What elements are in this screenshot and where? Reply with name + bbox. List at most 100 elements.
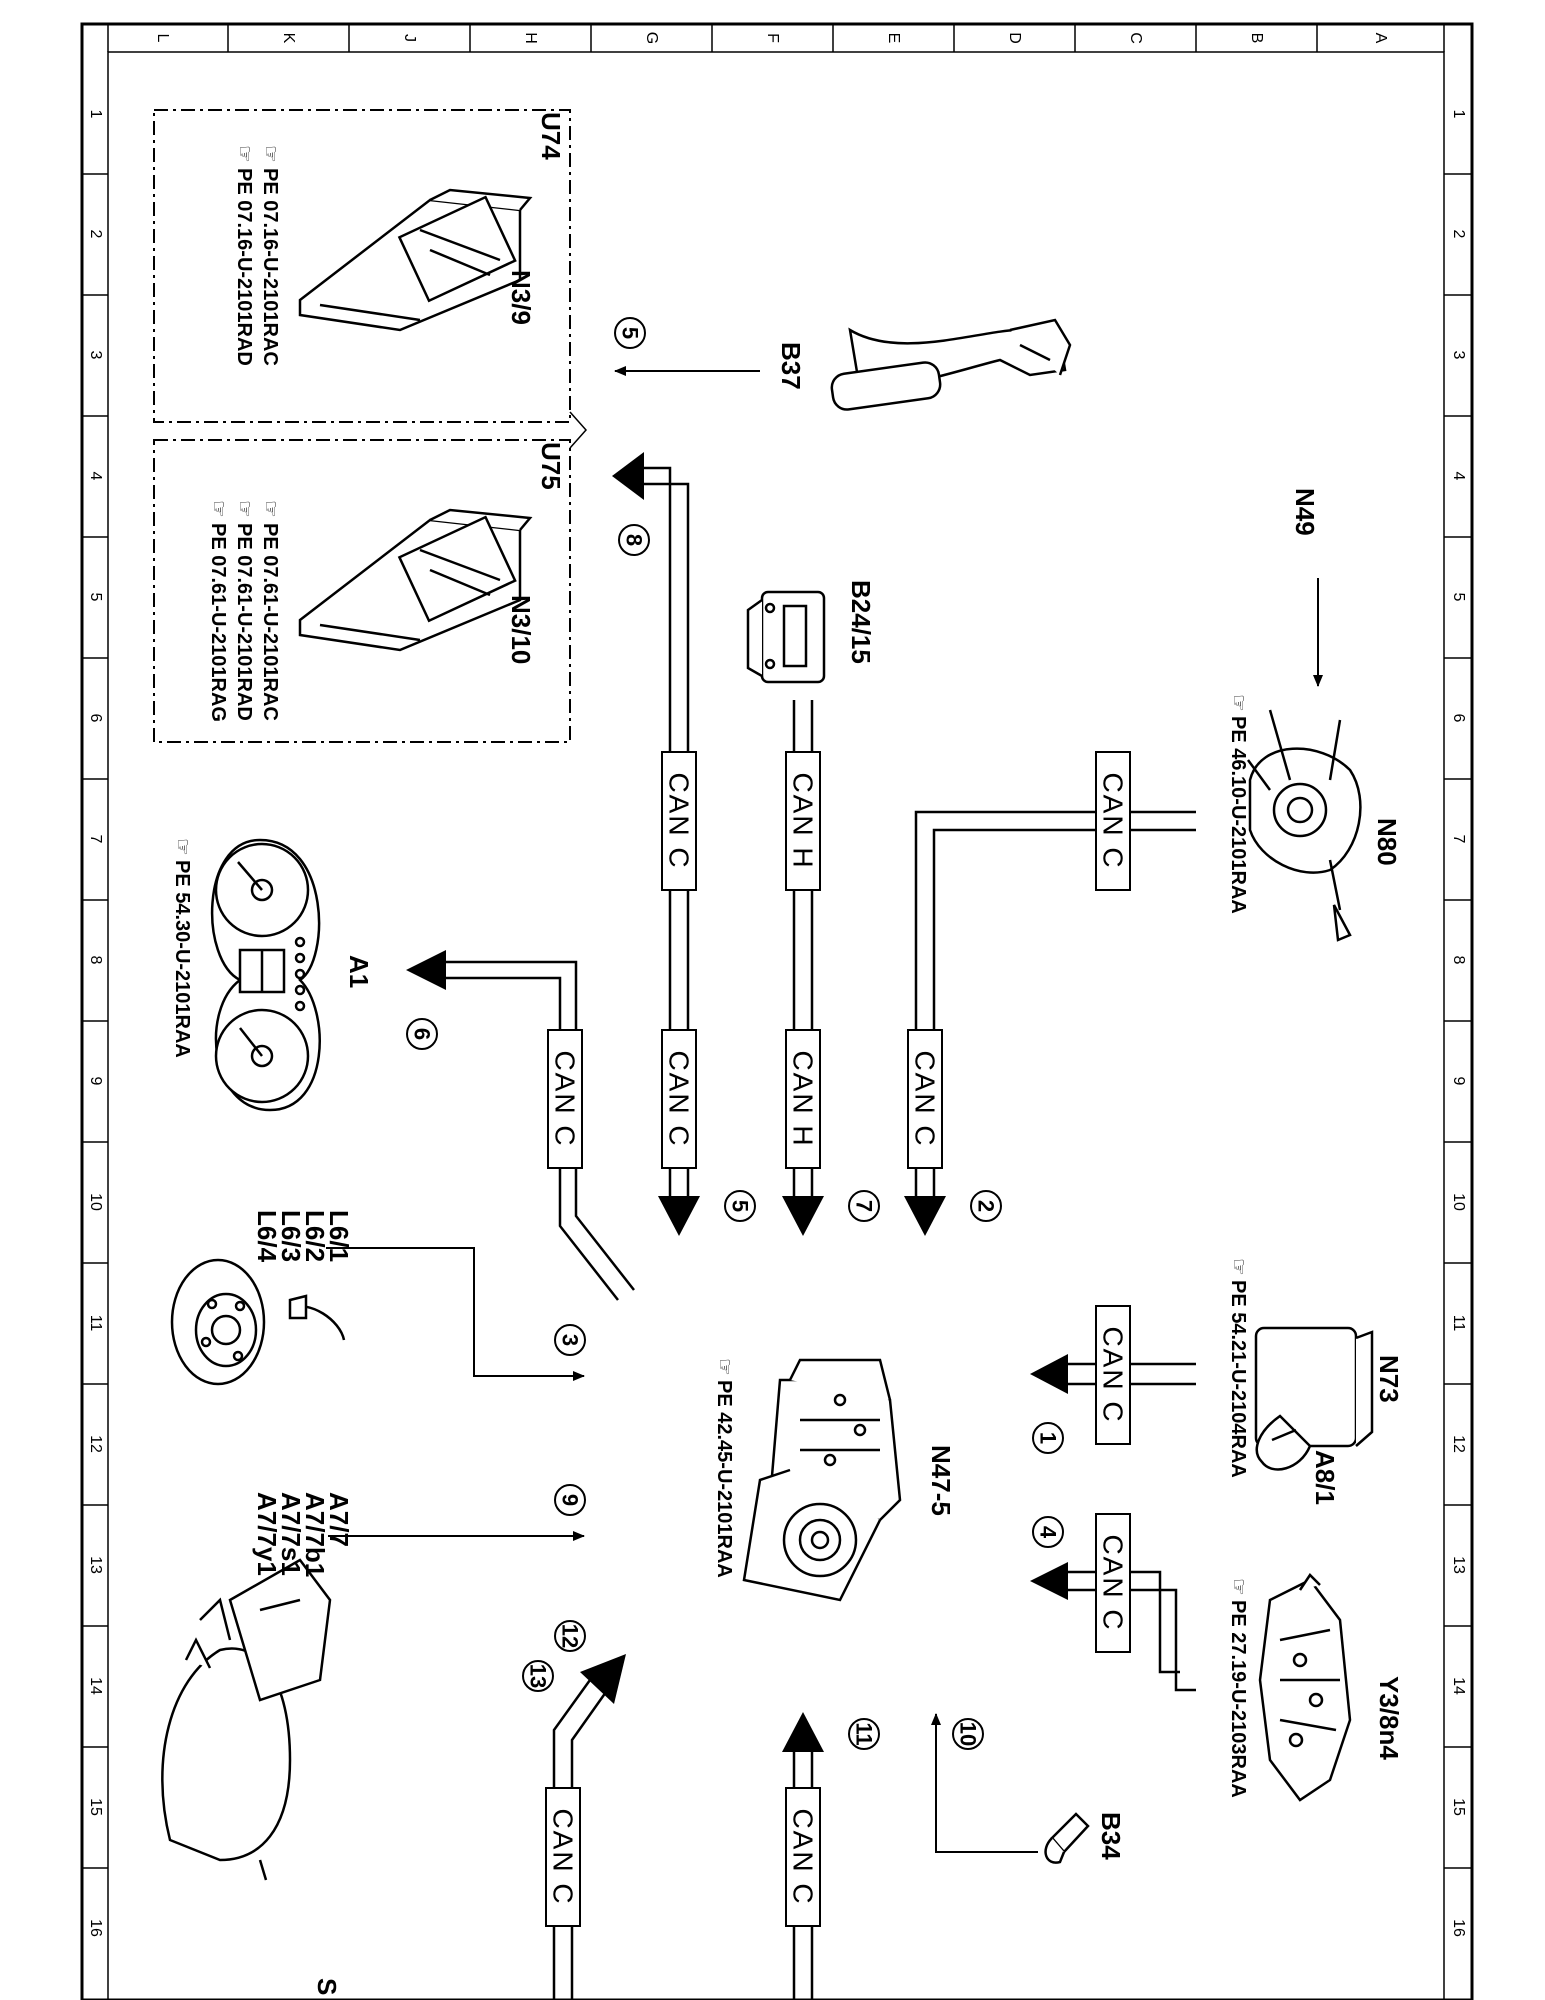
grid-row-4-left: 4	[87, 472, 104, 481]
grid-rows: 1 2 3 4 5 6 7 8 9 10 11 12 13 14 15 16 1…	[82, 110, 1472, 1937]
l6-arrow	[326, 1247, 585, 1381]
grid-row-11-right: 11	[1450, 1315, 1467, 1332]
bus-arrow-6	[406, 950, 446, 990]
signal-12: 12	[558, 1624, 583, 1648]
signal-9-circle	[554, 1484, 586, 1516]
n47-5-ref: PE 42.45-U-2101RAA	[713, 1380, 735, 1578]
bus-label-c8: CAN C	[788, 1808, 819, 1905]
bus-label-c4: CAN C	[1098, 772, 1129, 869]
book-icon: ☞	[1227, 694, 1249, 712]
grid-row-3-right: 3	[1450, 351, 1467, 360]
book-icon: ☞	[171, 838, 193, 856]
pedal-b37-icon	[830, 318, 1072, 411]
bus-line-8-inner	[640, 482, 690, 1196]
signal-1: 1	[1036, 1432, 1061, 1444]
bus-label-c7: CAN C	[1098, 1534, 1129, 1631]
bus-label-texts: CAN C CAN C CAN H CAN H CAN C CAN C CAN …	[548, 772, 1129, 1905]
signal-10: 10	[956, 1722, 981, 1746]
bus-line-8	[640, 466, 672, 1196]
bus-label-h2: CAN H	[788, 1050, 819, 1147]
u75-label: U75	[536, 442, 566, 490]
a7-7y1-label: A7/7y1	[252, 1492, 282, 1576]
bus-arrow-1	[1030, 1354, 1068, 1394]
signal-3-circle	[554, 1324, 586, 1356]
l6-2-label: L6/2	[300, 1210, 330, 1262]
signal-6: 6	[410, 1028, 435, 1040]
signal-circles	[406, 524, 1064, 1750]
grid-row-9-left: 9	[87, 1077, 104, 1086]
n80-label: N80	[1372, 818, 1402, 866]
grid-row-7-left: 7	[87, 835, 104, 844]
book-icon: ☞	[1227, 1578, 1249, 1596]
signal-3: 3	[558, 1334, 583, 1346]
bus-arrow-12	[580, 1654, 626, 1704]
grid-row-11-left: 11	[87, 1315, 104, 1332]
y3-8n4-label: Y3/8n4	[1374, 1676, 1404, 1760]
signal-11: 11	[852, 1722, 877, 1745]
corner-mark: S	[312, 1978, 342, 1995]
bus-arrow-2	[904, 1196, 946, 1236]
grid-letter-g: G	[643, 32, 660, 44]
bus-line-6	[446, 976, 619, 1301]
ecu-n3-9-icon	[298, 188, 533, 332]
grid-letter-f: F	[764, 33, 781, 43]
a7-7s1-label: A7/7s1	[276, 1492, 306, 1576]
bus-line-4-inner	[1068, 1588, 1196, 1692]
bus-label-c9: CAN C	[548, 1808, 579, 1905]
grid-row-12-left: 12	[87, 1435, 104, 1453]
b34-arrow	[931, 1713, 1038, 1853]
n73-label: N73	[1374, 1355, 1404, 1403]
bus-arrow-5	[658, 1196, 700, 1236]
grid-row-4-right: 4	[1450, 472, 1467, 481]
grid-letter-d: D	[1006, 32, 1023, 44]
grid-row-5-left: 5	[87, 593, 104, 602]
grid-row-14-right: 14	[1450, 1677, 1467, 1695]
u74-label: U74	[536, 112, 566, 160]
grid-row-2-right: 2	[1450, 230, 1467, 239]
grid-row-15-left: 15	[87, 1798, 104, 1816]
grid-letter-j: J	[401, 34, 418, 42]
frame	[80, 22, 1474, 2000]
a8-1-label: A8/1	[1310, 1450, 1340, 1505]
bus-label-boxes	[545, 751, 1131, 1927]
signal-number-texts: 8 5 7 2 6 1 4 11 12 13	[410, 534, 1061, 1746]
u75-ref-2: PE 07.61-U-2101RAD	[233, 523, 255, 721]
grid-row-5-right: 5	[1450, 593, 1467, 602]
grid-row-16-right: 16	[1450, 1919, 1467, 1937]
b37-label: B37	[776, 342, 806, 390]
grid-letter-l: L	[154, 34, 171, 43]
signal-5-top-circle	[614, 317, 646, 349]
grid-row-13-left: 13	[87, 1556, 104, 1574]
n49-label: N49	[1290, 488, 1320, 536]
bus-line-6-inner	[446, 960, 635, 1291]
book-icon: ☞	[259, 145, 281, 163]
grid-letter-b: B	[1248, 33, 1265, 44]
bus-label-c1: CAN C	[664, 772, 695, 869]
group-boxes	[153, 109, 571, 743]
bus-arrow-11	[782, 1712, 824, 1752]
book-icon: ☞	[207, 500, 229, 518]
grid-letter-h: H	[522, 32, 539, 44]
bus-label-c6: CAN C	[1098, 1326, 1129, 1423]
y3-8n4-ref: PE 27.19-U-2103RAA	[1227, 1600, 1249, 1798]
valve-body-y3-8n4-icon	[1258, 1573, 1352, 1802]
bus-arrows	[406, 452, 1068, 1752]
brake-booster-a7-7-icon	[161, 1558, 332, 1881]
grid-row-13-right: 13	[1450, 1556, 1467, 1574]
grid-row-12-right: 12	[1450, 1435, 1467, 1453]
grid-columns: L K J H G F E D C B A	[154, 24, 1389, 52]
bus-label-c5: CAN C	[550, 1050, 581, 1147]
wheel-sensor-l6-icon	[170, 1258, 346, 1386]
switch-n73-icon	[1254, 1326, 1374, 1471]
n3-9-label: N3/9	[506, 270, 536, 325]
u75-references: ☞ PE 07.61-U-2101RAC ☞ PE 07.61-U-2101RA…	[207, 500, 281, 722]
a7-7-label: A7/7	[324, 1492, 354, 1547]
grid-row-8-left: 8	[87, 956, 104, 965]
b34-label: B34	[1096, 1812, 1126, 1860]
signal-7: 7	[852, 1200, 877, 1212]
sensor-b34-icon	[1044, 1812, 1090, 1864]
u75-group-box	[153, 439, 571, 743]
grid-row-7-right: 7	[1450, 835, 1467, 844]
grid-row-10-left: 10	[87, 1193, 104, 1211]
